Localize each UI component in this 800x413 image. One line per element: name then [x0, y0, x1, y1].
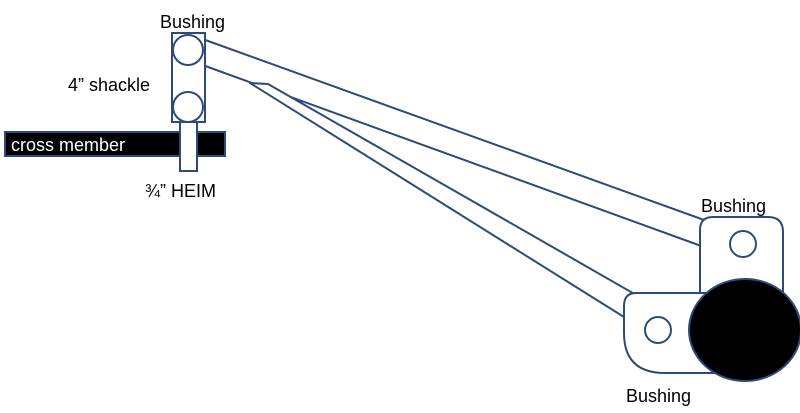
bushing-bottom-label: Bushing — [626, 386, 691, 406]
bushing-top-label: Bushing — [160, 12, 225, 32]
cross-member-label: cross member — [11, 135, 125, 155]
heim-label: ¾” HEIM — [145, 181, 216, 201]
shackle-bottom-bushing — [172, 91, 204, 123]
heim-joint — [179, 120, 198, 172]
axle-tube — [688, 278, 800, 382]
lower-bracket-bushing — [644, 316, 672, 344]
upper-link — [196, 36, 719, 248]
upper-bracket-bushing — [729, 230, 757, 258]
shackle-label: 4” shackle — [68, 75, 150, 95]
bushing-right-label: Bushing — [701, 196, 766, 216]
shackle-top-bushing — [172, 34, 204, 66]
